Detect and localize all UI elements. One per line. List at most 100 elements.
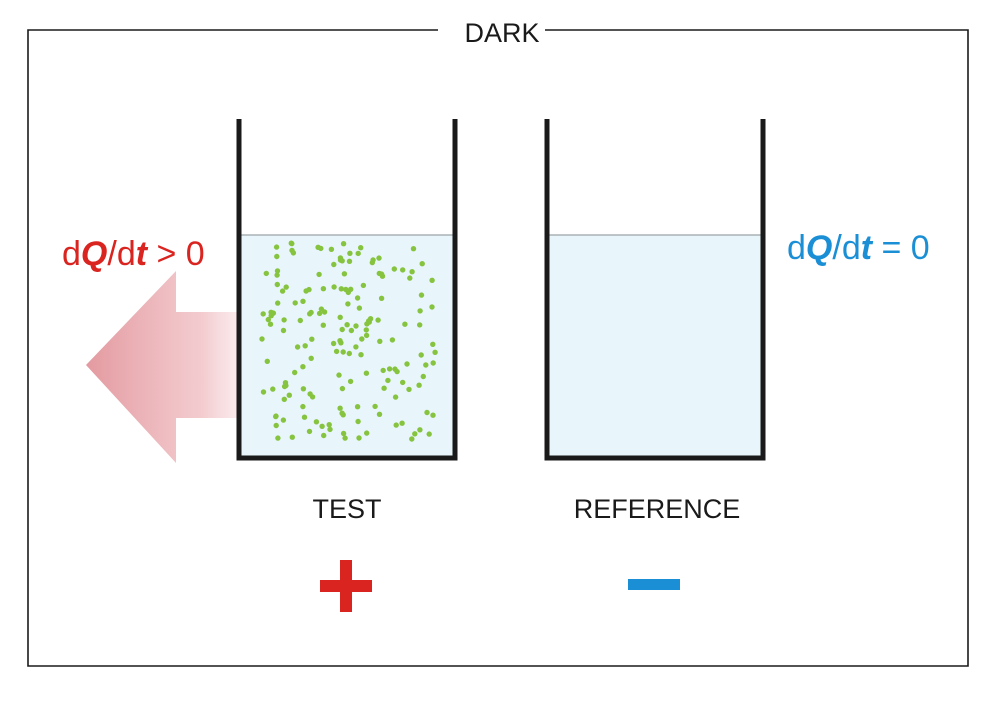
plus-sign — [320, 560, 372, 612]
particle — [347, 250, 353, 256]
particle — [289, 240, 295, 247]
particle — [267, 321, 274, 327]
particle — [375, 317, 381, 323]
particle — [331, 284, 337, 290]
particle — [386, 366, 393, 372]
test-liquid — [241, 235, 453, 456]
particle — [353, 344, 359, 350]
particle — [429, 304, 435, 310]
particle — [339, 410, 345, 416]
particle — [259, 336, 265, 342]
particle — [426, 431, 432, 437]
particle — [358, 245, 364, 251]
particle — [274, 272, 280, 278]
particle — [275, 435, 281, 441]
particle — [417, 427, 423, 433]
particle — [423, 362, 429, 368]
particle — [342, 435, 348, 441]
particle — [281, 317, 287, 323]
particle — [270, 386, 276, 392]
particle — [282, 380, 289, 386]
particle — [283, 284, 289, 290]
particle — [406, 386, 412, 393]
particle — [412, 431, 418, 437]
particle — [372, 403, 378, 410]
particle — [356, 305, 363, 311]
particle — [268, 309, 274, 315]
particle — [326, 422, 332, 428]
reference-vessel — [544, 119, 766, 461]
particle — [300, 364, 306, 370]
particle — [410, 246, 417, 252]
particle — [286, 392, 292, 398]
particle — [294, 344, 301, 350]
particle — [316, 271, 322, 278]
particle — [407, 275, 413, 281]
particle — [419, 261, 425, 267]
particle — [313, 419, 320, 425]
particle — [300, 386, 307, 392]
particle — [379, 273, 386, 279]
particle — [339, 326, 345, 333]
particle — [392, 394, 399, 400]
particle — [337, 257, 344, 263]
particle — [417, 308, 423, 314]
particle — [289, 247, 295, 254]
particle — [380, 367, 386, 374]
particle — [274, 281, 280, 288]
particle — [418, 352, 424, 358]
particle — [418, 292, 425, 298]
particle — [307, 391, 313, 397]
particle — [420, 373, 426, 380]
particle — [348, 327, 355, 334]
particle — [330, 340, 337, 347]
particle — [292, 369, 298, 376]
particle — [337, 405, 343, 411]
particle — [347, 378, 354, 385]
particle — [363, 327, 369, 333]
particle — [328, 246, 335, 252]
test-vessel — [236, 119, 458, 461]
particle — [318, 245, 324, 252]
particle — [341, 271, 348, 277]
particle — [279, 288, 286, 294]
particle — [363, 370, 370, 376]
particle — [345, 289, 351, 296]
minus-sign — [628, 579, 680, 590]
particle — [280, 327, 287, 334]
particle — [300, 298, 306, 304]
particle — [339, 385, 346, 392]
particle — [432, 349, 438, 355]
particle — [303, 288, 309, 294]
particle — [400, 379, 406, 386]
particle — [263, 270, 269, 277]
particle — [275, 300, 281, 306]
particle — [346, 258, 353, 264]
particle — [336, 372, 342, 378]
particle — [340, 241, 347, 247]
reference-label: REFERENCE — [574, 494, 741, 524]
particle — [327, 426, 333, 433]
particle — [273, 413, 279, 420]
particle — [402, 321, 408, 327]
particle — [367, 316, 374, 322]
particle — [393, 422, 399, 428]
particle — [430, 341, 436, 347]
particle — [389, 337, 396, 343]
particle — [318, 306, 325, 312]
particle — [309, 336, 315, 342]
test-label: TEST — [312, 494, 381, 524]
particle — [400, 267, 406, 273]
particle — [273, 244, 280, 250]
particle — [430, 412, 436, 418]
particle — [416, 382, 422, 388]
particle — [430, 360, 436, 366]
particle — [260, 389, 267, 395]
frame-title: DARK — [464, 18, 539, 48]
particle — [381, 385, 387, 391]
particle — [391, 266, 397, 272]
particle — [273, 422, 279, 429]
particle — [260, 311, 266, 317]
particle — [355, 418, 361, 425]
